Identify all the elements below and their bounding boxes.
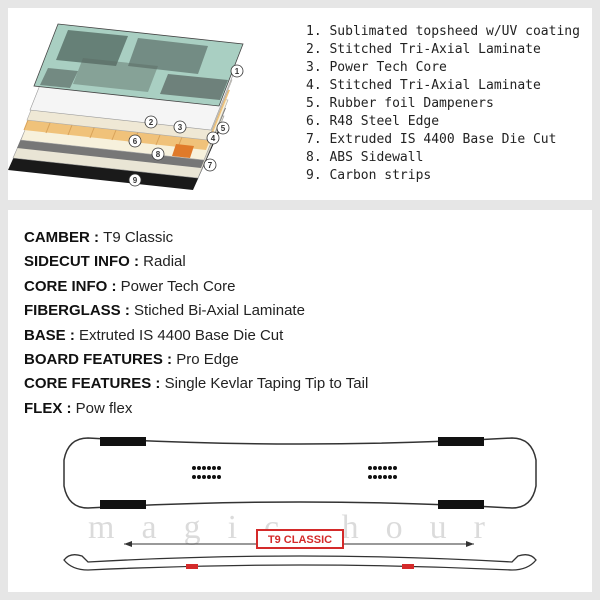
spec-key: FIBERGLASS :: [24, 302, 135, 320]
board-edge-mark: [438, 437, 484, 446]
spec-flex: FLEX : Pow flex: [24, 397, 368, 421]
svg-text:3: 3: [178, 123, 183, 132]
layer-legend-item: 3. Power Tech Core: [306, 60, 447, 75]
svg-text:6: 6: [133, 137, 138, 146]
layer-legend-item: 6. R48 Steel Edge: [306, 114, 440, 129]
layer-legend-item: 1. Sublimated topsheed w/UV coating: [306, 24, 580, 39]
layer-topsheet: [33, 23, 244, 107]
spec-fiberglass: FIBERGLASS : Stiched Bi-Axial Laminate: [24, 299, 368, 323]
spec-board-features: BOARD FEATURES : Pro Edge: [24, 348, 368, 372]
camber-contact-point: [402, 564, 414, 569]
binding-inserts-left: [192, 466, 221, 479]
board-diagram: magic hour T9 CLASSIC: [63, 437, 537, 571]
spec-value: Single Kevlar Taping Tip to Tail: [164, 375, 369, 393]
spec-value: T9 Classic: [103, 229, 174, 246]
spec-core: CORE INFO : Power Tech Core: [24, 275, 368, 299]
camber-contact-point: [186, 564, 198, 569]
svg-text:9: 9: [133, 176, 138, 185]
svg-text:4: 4: [211, 134, 216, 143]
spec-key: SIDECUT INFO :: [24, 253, 144, 271]
svg-text:5: 5: [221, 124, 226, 133]
spec-sidecut: SIDECUT INFO : Radial: [24, 250, 368, 274]
spec-value: Stiched Bi-Axial Laminate: [134, 302, 305, 320]
layer-legend-item: 5. Rubber foil Dampeners: [306, 96, 494, 111]
spec-key: BASE :: [24, 326, 80, 344]
layer-legend-item: 8. ABS Sidewall: [306, 150, 424, 165]
svg-text:7: 7: [208, 161, 213, 170]
layer-legend-item: 7. Extruded IS 4400 Base Die Cut: [306, 132, 557, 147]
board-edge-mark: [438, 500, 484, 509]
layer-legend-item: 2. Stitched Tri-Axial Laminate: [306, 42, 541, 57]
board-edge-mark: [100, 437, 146, 446]
spec-key: CORE FEATURES :: [24, 375, 165, 393]
spec-list: CAMBER : T9 Classic SIDECUT INFO : Radia…: [24, 226, 368, 421]
layer-construction-panel: 1 2 3 4 5 6 7 8 9 1. Sublimated topsheed…: [8, 8, 592, 200]
spec-core-features: CORE FEATURES : Single Kevlar Taping Tip…: [24, 372, 368, 396]
spec-value: Radial: [143, 253, 186, 271]
spec-key: BOARD FEATURES :: [24, 351, 177, 369]
binding-inserts-right: [368, 466, 397, 479]
svg-text:1: 1: [235, 67, 240, 76]
spec-camber: CAMBER : T9 Classic: [24, 226, 368, 250]
spec-key: CORE INFO :: [24, 277, 121, 295]
board-edge-mark: [100, 500, 146, 509]
board-top-view: [63, 437, 537, 509]
spec-value: Pro Edge: [176, 351, 239, 369]
svg-text:8: 8: [156, 150, 161, 159]
spec-key: CAMBER :: [24, 229, 104, 246]
layer-legend-item: 4. Stitched Tri-Axial Laminate: [306, 78, 541, 93]
specs-panel: CAMBER : T9 Classic SIDECUT INFO : Radia…: [8, 210, 592, 592]
carbon-strip: [172, 144, 194, 158]
spec-value: Pow flex: [75, 399, 133, 417]
spec-value: Extruted IS 4400 Base Die Cut: [79, 326, 284, 344]
spec-key: FLEX :: [24, 399, 76, 417]
camber-label-box: [256, 529, 344, 549]
layer-legend-item: 9. Carbon strips: [306, 168, 432, 183]
board-side-profile: [63, 554, 537, 571]
layer-legend: 1. Sublimated topsheed w/UV coating 2. S…: [306, 23, 580, 185]
spec-value: Power Tech Core: [120, 277, 236, 295]
layer-stack-diagram: 1 2 3 4 5 6 7 8 9: [8, 23, 244, 190]
layer-callouts: 1 2 3 4 5 6 7 8 9: [128, 64, 244, 187]
svg-text:2: 2: [149, 118, 154, 127]
spec-base: BASE : Extruted IS 4400 Base Die Cut: [24, 324, 368, 348]
camber-label: T9 CLASSIC: [268, 534, 332, 546]
